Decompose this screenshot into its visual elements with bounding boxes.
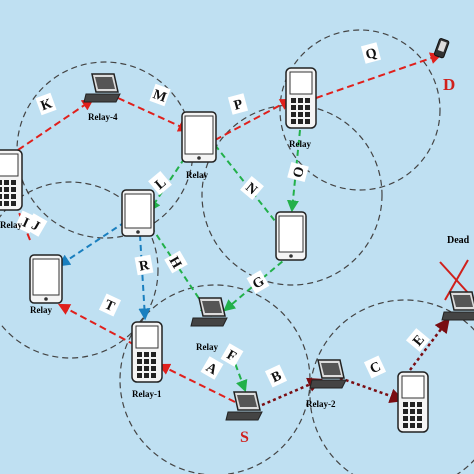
link-k	[17, 98, 94, 151]
svg-text:R: R	[138, 258, 151, 275]
relay-bottom-keypad-phone-icon	[131, 321, 163, 383]
relay-1-laptop-icon	[309, 359, 347, 389]
link-e	[409, 317, 450, 371]
relay-topright-keypad-phone-icon	[285, 67, 317, 129]
dark-red-route	[261, 317, 450, 407]
link-j	[57, 221, 126, 267]
link-letter-p: P	[227, 93, 249, 115]
label-source: S	[240, 429, 249, 446]
dead-node-cross	[439, 259, 471, 301]
link-letter-t: T	[98, 293, 122, 317]
link-t	[57, 303, 136, 346]
link-letter-h: H	[164, 250, 188, 274]
label-relay-left: Relay	[30, 305, 52, 315]
svg-text:Q: Q	[364, 46, 379, 63]
link-m	[117, 97, 191, 132]
link-letter-n: N	[240, 175, 264, 201]
node-labels: Relay-4 Relay Relay Relay Relay Relay Re…	[0, 112, 336, 409]
label-destination: D	[443, 75, 455, 94]
link-letter-q: Q	[360, 42, 382, 64]
svg-text:K: K	[39, 96, 54, 114]
label-relay-4: Relay-4	[88, 112, 118, 122]
label-relay-1: Relay-2	[306, 399, 336, 409]
label-relay-bottom: Relay-1	[132, 389, 162, 399]
coverage-circle	[279, 29, 441, 191]
label-relay-topright: Relay	[289, 139, 311, 149]
blue-route	[57, 221, 151, 321]
relay-br-keypad-phone-icon	[397, 371, 429, 433]
link-letter-r: R	[134, 254, 154, 276]
green-phone-icon	[275, 211, 307, 261]
link-letter-o: O	[287, 161, 309, 183]
link-letter-m: M	[149, 83, 171, 107]
relay-2-laptop-icon	[441, 291, 474, 321]
link-b	[261, 377, 323, 407]
label-relay-top: Relay	[186, 170, 208, 180]
link-a	[157, 363, 236, 403]
relay-left-tablet-icon	[29, 254, 63, 304]
destination-phone-icon	[433, 38, 450, 59]
link-letter-c: C	[363, 355, 387, 379]
relay-top-tablet-icon	[181, 111, 217, 163]
link-p	[214, 98, 293, 141]
link-letter-l: L	[148, 170, 172, 196]
devices	[0, 38, 474, 433]
link-letter-k: K	[35, 92, 57, 116]
label-relay-3: Relay	[196, 342, 218, 352]
relay-left-edge-keypad-phone-icon	[0, 149, 23, 211]
label-relay-left-edge: Relay	[0, 220, 22, 230]
svg-text:I: I	[20, 215, 31, 231]
link-c	[339, 376, 405, 404]
link-r	[138, 234, 151, 321]
link-letter-a: A	[200, 356, 224, 380]
link-letter-e: E	[405, 328, 431, 352]
svg-text:O: O	[291, 165, 308, 180]
link-f	[231, 354, 248, 393]
link-letter-f: F	[220, 343, 244, 367]
coverage-circle	[0, 181, 159, 359]
svg-text:M: M	[151, 87, 169, 106]
link-letter-b: B	[264, 364, 288, 388]
label-dead: Dead	[447, 235, 470, 246]
mid-tablet-icon	[121, 189, 155, 237]
source-laptop-icon	[225, 391, 263, 421]
link-letter-g: G	[246, 270, 270, 294]
relay-3-laptop-icon	[190, 297, 228, 327]
link-letter-j: J	[24, 213, 48, 237]
relay-4-laptop-icon	[83, 73, 121, 103]
